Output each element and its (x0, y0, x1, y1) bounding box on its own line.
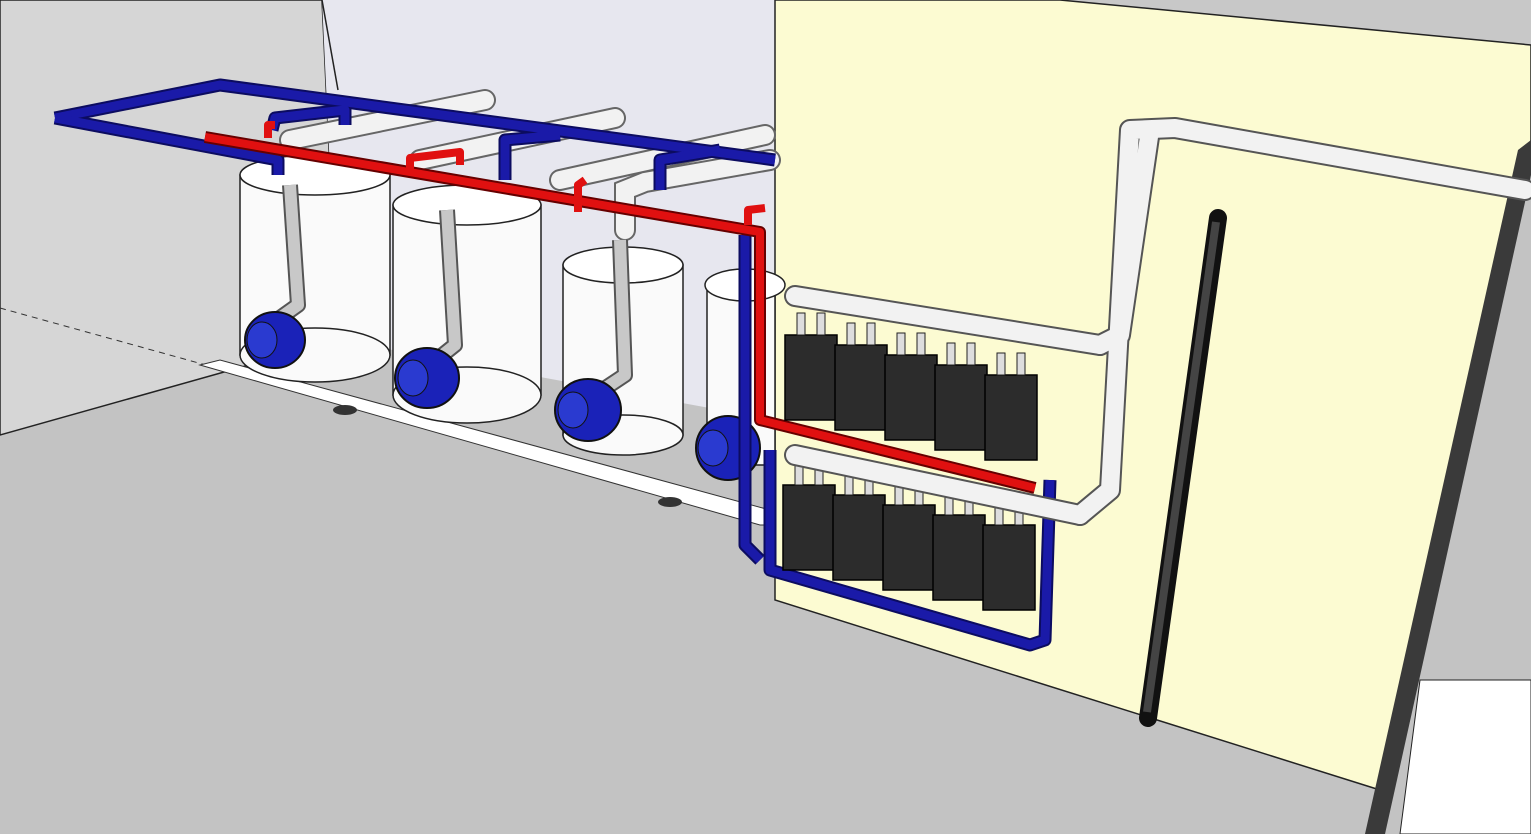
circulation-pump (394, 347, 460, 409)
side-room-floor (1399, 679, 1531, 834)
tankless-water-heater (932, 492, 986, 601)
hot-water-header-fill (204, 121, 1036, 492)
tankless-water-heater (832, 472, 886, 581)
cold-water-loop-fill (54, 80, 1055, 650)
wall-edge (321, 0, 339, 91)
tankless-water-heater (984, 352, 1038, 461)
tankless-water-heater (782, 462, 836, 571)
storage-tank (239, 154, 391, 383)
tankless-water-heater (934, 342, 988, 451)
vent-pipe-highlight (1143, 221, 1220, 713)
circulation-pump (554, 378, 622, 442)
circulation-pump (244, 311, 306, 369)
tankless-water-heater (834, 322, 888, 431)
floor-drain (658, 497, 682, 507)
heater-bank (782, 312, 1038, 611)
insulated-manifolds-fill (786, 119, 1531, 524)
floor-drain (333, 405, 357, 415)
storage-tank (392, 184, 542, 424)
tankless-water-heater (982, 502, 1036, 611)
tankless-water-heater (784, 312, 838, 421)
tankless-water-heater (884, 332, 938, 441)
door-frame (1365, 140, 1531, 834)
